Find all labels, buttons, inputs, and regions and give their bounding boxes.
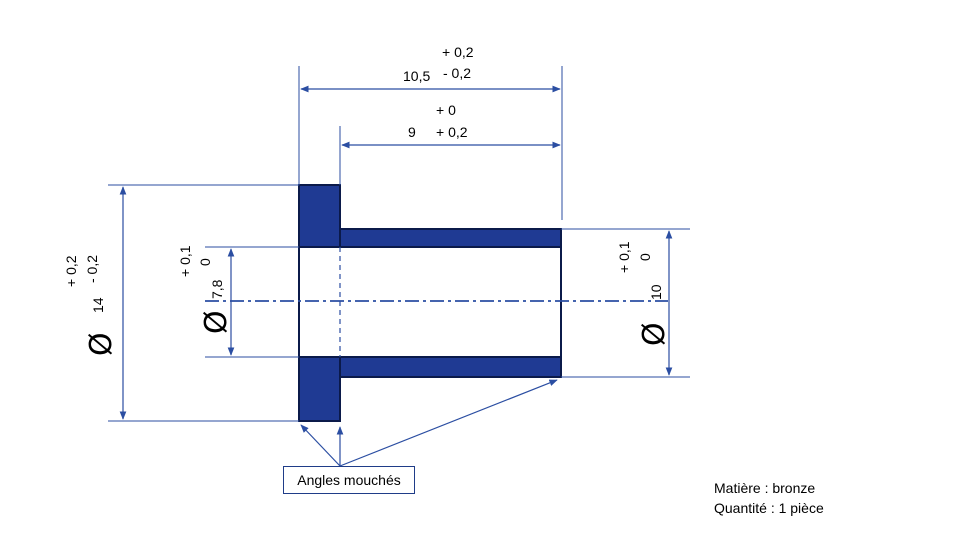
bushing-part <box>298 184 562 422</box>
angles-mouches-callout: Angles mouchés <box>283 466 415 494</box>
extension-lines <box>108 66 690 422</box>
shank-bottom-wall <box>339 356 562 378</box>
shank-diameter-upper: + 0,1 <box>616 241 632 273</box>
shank-length-nominal: 9 <box>408 124 416 140</box>
drawing-notes: Matière : bronze Quantité : 1 pièce <box>714 478 824 518</box>
total-length-nominal: 10,5 <box>403 68 430 84</box>
callout-leaders <box>300 379 558 467</box>
shank-length-lower: + 0,2 <box>436 124 468 140</box>
total-length-upper: + 0,2 <box>442 44 474 60</box>
bore-diameter-symbol: Ø <box>199 310 234 334</box>
shank-diameter-lower: 0 <box>637 253 653 261</box>
shank-diameter-nominal: 10 <box>648 284 664 300</box>
flange-diameter-lower: - 0,2 <box>84 255 100 283</box>
bore-diameter-upper: + 0,1 <box>177 245 193 277</box>
bore-diameter-nominal: 7,8 <box>209 279 225 299</box>
flange-diameter-symbol: Ø <box>84 332 119 356</box>
flange-diameter-nominal: 14 <box>90 297 106 313</box>
flange-diameter-upper: + 0,2 <box>63 255 79 287</box>
total-length-lower: - 0,2 <box>443 65 471 81</box>
quantity-note: Quantité : 1 pièce <box>714 500 824 516</box>
shank-diameter-symbol: Ø <box>637 322 672 346</box>
callout-label: Angles mouchés <box>297 472 401 488</box>
shank-top-wall <box>339 228 562 248</box>
material-note: Matière : bronze <box>714 480 816 496</box>
flange-top <box>298 184 341 248</box>
shank-length-upper: + 0 <box>436 102 456 118</box>
bore-diameter-lower: 0 <box>197 258 213 266</box>
flange-bottom <box>298 356 341 422</box>
